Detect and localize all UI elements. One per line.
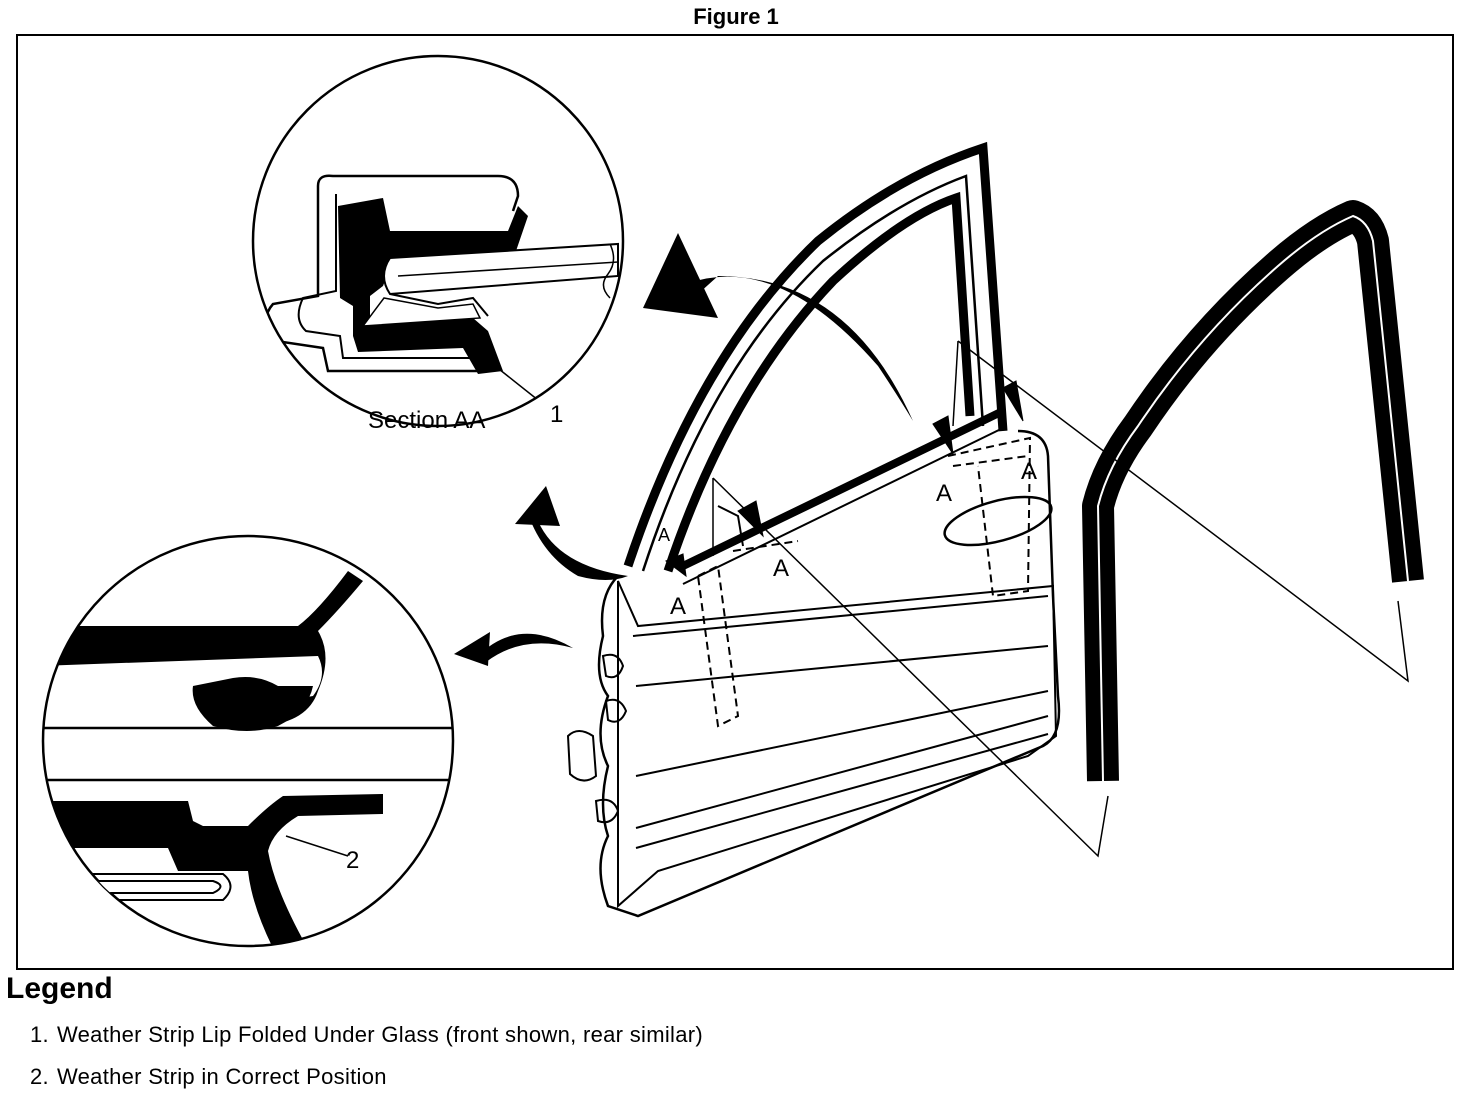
door-assembly xyxy=(566,141,1061,918)
view-mark-a: A xyxy=(1021,458,1037,485)
legend-item-text: Weather Strip Lip Folded Under Glass (fr… xyxy=(56,1022,703,1047)
direction-arrows xyxy=(454,233,913,666)
legend-item-number: 1. xyxy=(30,1022,49,1047)
legend-item-1: 1. Weather Strip Lip Folded Under Glass (… xyxy=(30,1022,703,1048)
weather-strip-part xyxy=(1082,200,1424,782)
view-mark-a: A xyxy=(658,525,670,545)
view-mark-a: A xyxy=(670,593,686,620)
legend-item-text: Weather Strip in Correct Position xyxy=(56,1064,387,1089)
view-mark-a: A xyxy=(773,555,789,582)
leader-lines xyxy=(712,340,1409,858)
figure-title: Figure 1 xyxy=(693,4,779,29)
diagram-frame: 1 Section AA 2 xyxy=(16,34,1454,970)
legend-title: Legend xyxy=(6,972,113,1005)
section-aa-detail: 1 Section AA xyxy=(251,54,625,434)
view-marks: A A A A A xyxy=(658,458,1037,620)
callout-1: 1 xyxy=(550,401,563,428)
legend-item-number: 2. xyxy=(30,1064,49,1089)
legend-item-2: 2. Weather Strip in Correct Position xyxy=(30,1064,387,1090)
correct-position-detail: 2 xyxy=(41,534,455,948)
callout-2: 2 xyxy=(346,847,359,874)
door-weatherstrip-illustration: 1 Section AA 2 xyxy=(41,54,1424,948)
section-aa-label: Section AA xyxy=(368,407,485,434)
view-mark-a: A xyxy=(936,480,952,507)
